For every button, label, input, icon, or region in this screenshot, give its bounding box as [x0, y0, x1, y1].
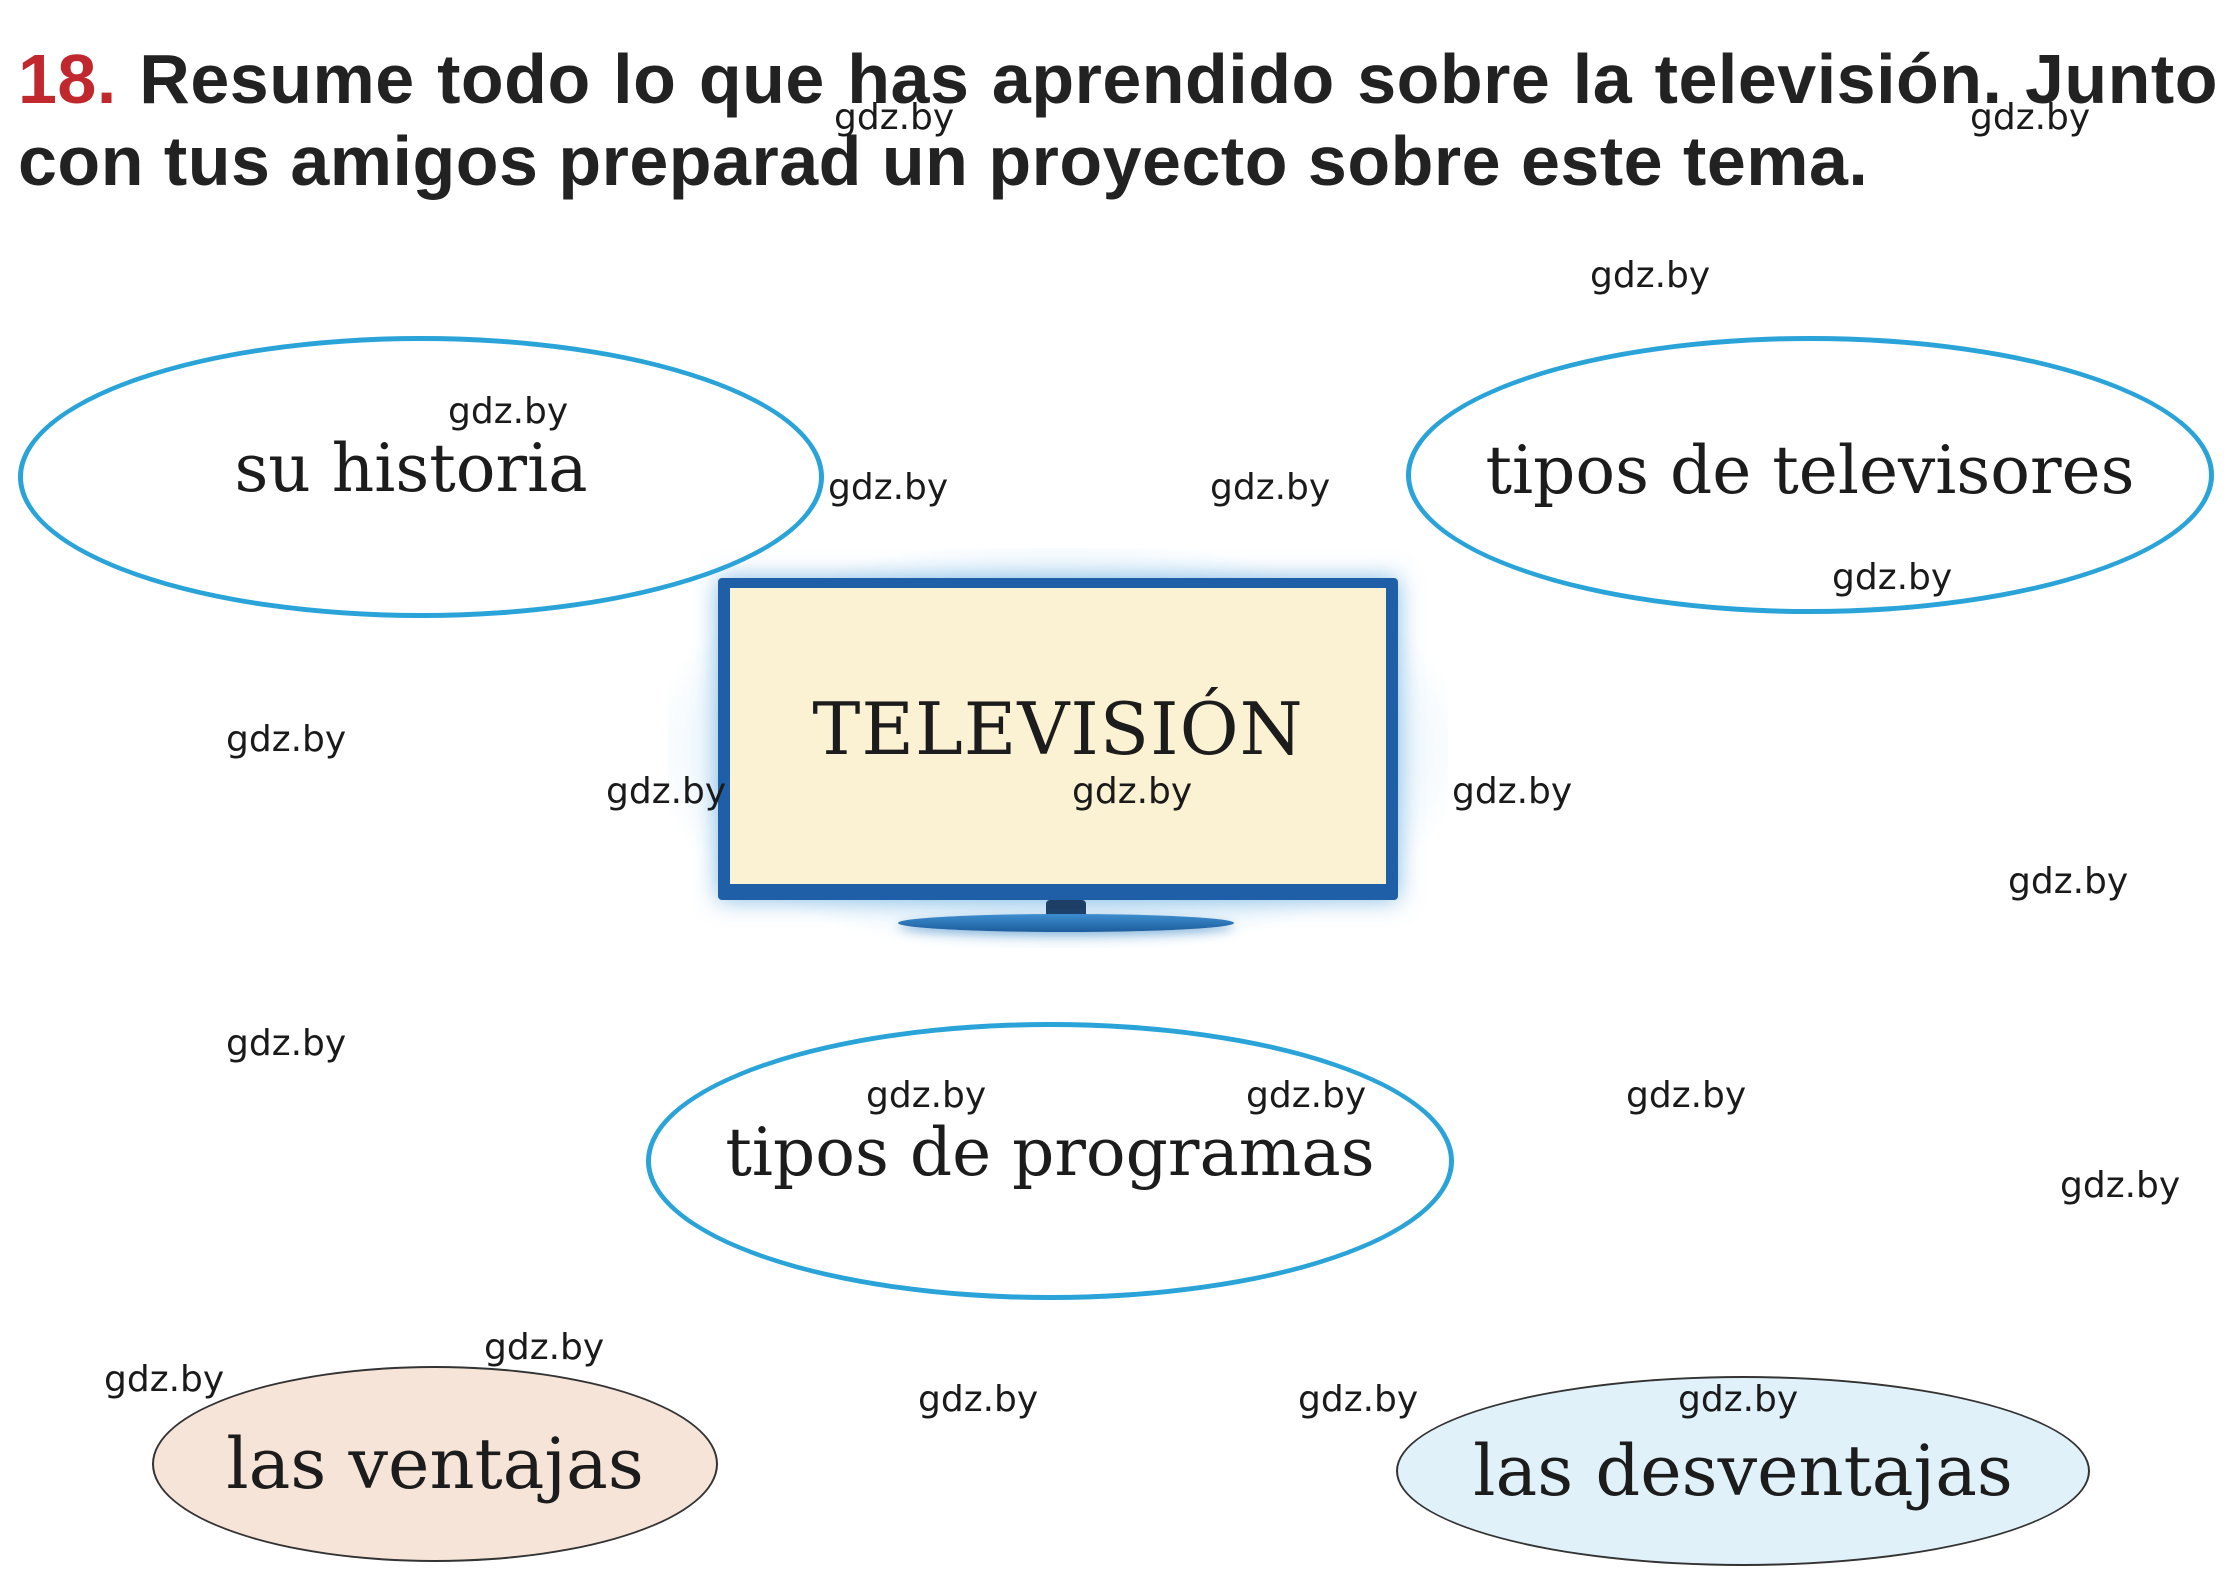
watermark: gdz.by: [1452, 771, 1573, 812]
watermark: gdz.by: [1970, 97, 2091, 138]
watermark: gdz.by: [834, 97, 955, 138]
watermark: gdz.by: [828, 467, 949, 508]
watermark: gdz.by: [1626, 1075, 1747, 1116]
bubble-historia: su historia: [18, 336, 824, 618]
task-heading: 18. Resume todo lo que has aprendido sob…: [18, 38, 2218, 202]
bubble-ventajas-label: las ventajas: [226, 1423, 644, 1505]
watermark: gdz.by: [484, 1327, 605, 1368]
watermark: gdz.by: [1072, 771, 1193, 812]
watermark: gdz.by: [2008, 861, 2129, 902]
watermark: gdz.by: [448, 391, 569, 432]
bubble-ventajas: las ventajas: [152, 1366, 718, 1562]
bubble-programas-label: tipos de programas: [725, 1113, 1375, 1191]
bubble-tipos-programas: tipos de programas: [646, 1022, 1454, 1300]
tv-stand-neck: [1046, 900, 1086, 918]
center-label: TELEVISIÓN: [812, 687, 1304, 771]
task-number: 18.: [18, 40, 117, 118]
watermark: gdz.by: [866, 1075, 987, 1116]
watermark: gdz.by: [1210, 467, 1331, 508]
watermark: gdz.by: [226, 719, 347, 760]
watermark: gdz.by: [1678, 1379, 1799, 1420]
watermark: gdz.by: [226, 1023, 347, 1064]
bubble-historia-label: su historia: [234, 429, 588, 507]
watermark: gdz.by: [2060, 1165, 2181, 1206]
watermark: gdz.by: [606, 771, 727, 812]
watermark: gdz.by: [1832, 557, 1953, 598]
tv-frame: TELEVISIÓN: [718, 578, 1398, 900]
watermark: gdz.by: [918, 1379, 1039, 1420]
watermark: gdz.by: [1246, 1075, 1367, 1116]
bubble-televisores-label: tipos de televisores: [1485, 431, 2135, 509]
watermark: gdz.by: [1590, 255, 1711, 296]
task-text: Resume todo lo que has aprendido sobre l…: [18, 40, 2218, 200]
tv-screen: TELEVISIÓN: [730, 588, 1386, 884]
television-illustration: TELEVISIÓN: [668, 548, 1448, 968]
watermark: gdz.by: [1298, 1379, 1419, 1420]
bubble-desventajas-label: las desventajas: [1473, 1430, 2013, 1512]
bubble-tipos-televisores: tipos de televisores: [1406, 336, 2214, 614]
bubble-desventajas: las desventajas: [1396, 1376, 2090, 1566]
tv-stand-base: [898, 914, 1234, 932]
watermark: gdz.by: [104, 1359, 225, 1400]
